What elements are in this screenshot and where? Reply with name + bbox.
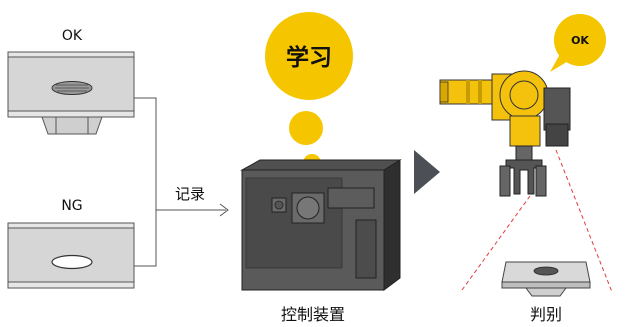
record-label: 记录 [175, 185, 205, 203]
vent-slot-icon [355, 219, 377, 279]
record-arrowhead [219, 203, 229, 217]
ok-label: OK [62, 28, 83, 44]
ng-sample-part [7, 222, 135, 289]
process-arrow-icon [414, 150, 440, 194]
bracket-connector [134, 97, 226, 267]
plain-hole-icon [51, 254, 93, 270]
judge-label: 判别 [530, 305, 562, 324]
judge-ok-bubble [550, 14, 606, 72]
ng-label: NG [61, 198, 82, 214]
controller-label: 控制装置 [281, 305, 345, 324]
learn-label: 学习 [286, 44, 332, 71]
learn-thought-bubble [265, 12, 353, 172]
robot-arm [439, 70, 613, 293]
judge-ok-label: OK [571, 34, 589, 47]
camera-icon [543, 87, 571, 131]
ok-sample-part [7, 51, 135, 135]
controller-device [240, 159, 402, 291]
inspected-part [501, 261, 591, 297]
display-panel-icon [327, 187, 375, 209]
